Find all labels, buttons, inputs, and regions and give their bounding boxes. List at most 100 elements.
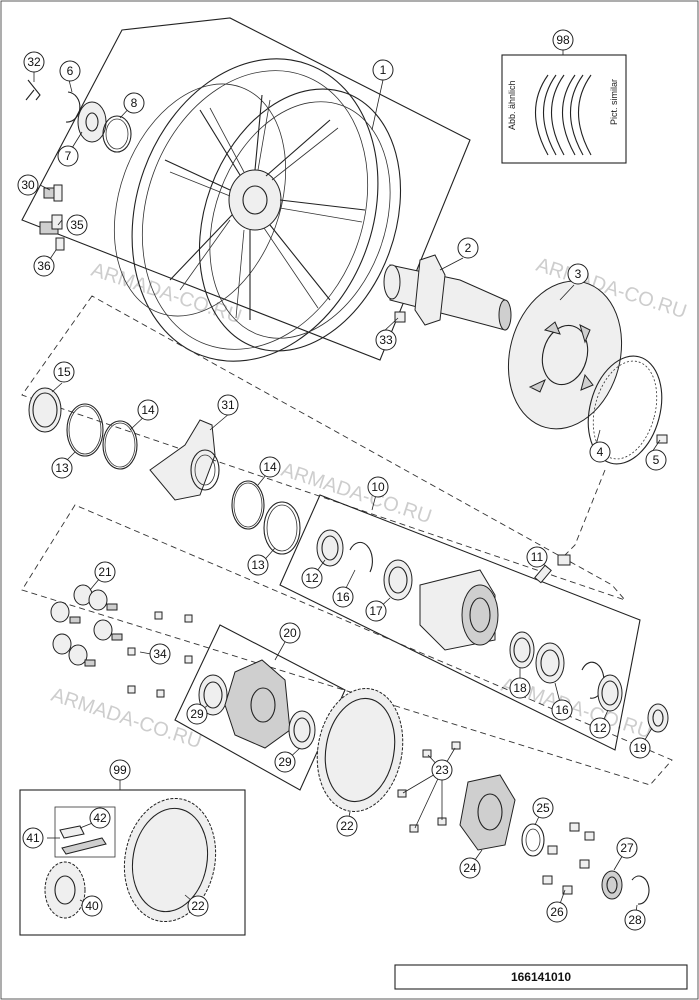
spacer-19: [647, 703, 669, 733]
callout-number: 5: [653, 453, 660, 467]
callout-number: 20: [283, 626, 297, 640]
drawing-code-box: [394, 964, 688, 990]
callout-40: 40: [81, 895, 103, 917]
callout-circle: [51, 457, 73, 479]
watermark-text: ARMADA-CO.RU: [48, 684, 204, 753]
callout-36: 36: [33, 255, 55, 277]
callout-number: 13: [251, 558, 265, 572]
leader-dashed: [559, 469, 606, 561]
kit-98-frame: [501, 54, 627, 164]
callout-circle: [57, 145, 79, 167]
callout-circle: [149, 643, 171, 665]
kit-99-frame: [19, 789, 246, 936]
callout-layer: 1234567810111212131314141516161718192021…: [17, 29, 667, 931]
callout-13: 13: [247, 554, 269, 576]
screws-34: [127, 611, 193, 698]
callout-circle: [375, 329, 397, 351]
tire-pressure-sensor-group: [39, 184, 65, 251]
callout-14: 14: [137, 399, 159, 421]
rear-sprocket: [316, 688, 404, 812]
callout-circle: [22, 827, 44, 849]
callout-circle: [551, 699, 573, 721]
callout-number: 19: [633, 741, 647, 755]
callout-circle: [532, 797, 554, 819]
callout-number: 12: [305, 571, 319, 585]
callout-number: 31: [221, 398, 235, 412]
callout-number: 42: [93, 811, 107, 825]
callout-19: 19: [629, 737, 651, 759]
callout-24: 24: [459, 857, 481, 879]
washer-25: [521, 823, 545, 857]
callout-circle: [217, 394, 239, 416]
callout-number: 7: [65, 149, 72, 163]
callout-number: 24: [463, 861, 477, 875]
wheel-group-frame: [21, 17, 471, 361]
callout-circle: [187, 895, 209, 917]
callout-circle: [109, 759, 131, 781]
hub-group-frame: [279, 494, 641, 751]
callout-number: 14: [263, 460, 277, 474]
callout-27: 27: [616, 837, 638, 859]
callout-number: 30: [21, 178, 35, 192]
callout-number: 13: [55, 461, 69, 475]
callout-circle: [624, 909, 646, 931]
callout-number: 2: [465, 241, 472, 255]
callout-number: 26: [550, 905, 564, 919]
callout-circle: [645, 449, 667, 471]
callout-number: 1: [380, 63, 387, 77]
callout-circle: [431, 759, 453, 781]
callout-circle: [53, 361, 75, 383]
callout-number: 21: [98, 565, 112, 579]
callout-number: 22: [340, 819, 354, 833]
callout-number: 11: [531, 550, 544, 564]
callout-circle: [589, 441, 611, 463]
callout-number: 98: [556, 33, 570, 47]
callout-number: 34: [153, 647, 167, 661]
callout-circle: [367, 476, 389, 498]
callout-circle: [365, 600, 387, 622]
callout-circle: [17, 174, 39, 196]
callout-18: 18: [509, 677, 531, 699]
callout-circle: [616, 837, 638, 859]
callout-number: 99: [113, 763, 127, 777]
callout-number: 16: [555, 703, 569, 717]
wheel-axle: [383, 254, 512, 331]
callout-number: 18: [513, 681, 527, 695]
callout-number: 8: [131, 96, 138, 110]
callout-5: 5: [645, 449, 667, 471]
callout-number: 4: [597, 445, 604, 459]
callout-circle: [94, 561, 116, 583]
callout-12: 12: [589, 717, 611, 739]
rubber-dampers: [50, 584, 123, 667]
callout-number: 23: [435, 763, 449, 777]
brake-caliper-support: [149, 419, 220, 501]
callout-14: 14: [259, 456, 281, 478]
callout-circle: [459, 857, 481, 879]
right-seal-rings: [231, 480, 301, 555]
callout-circle: [89, 807, 111, 829]
callout-circle: [372, 59, 394, 81]
callout-circle: [546, 901, 568, 923]
nuts-23: [397, 741, 461, 833]
callout-26: 26: [546, 901, 568, 923]
brake-disc: [507, 280, 623, 430]
callout-circle: [509, 677, 531, 699]
callout-number: 3: [575, 267, 582, 281]
callout-10: 10: [367, 476, 389, 498]
valve-parts-group: [25, 79, 132, 153]
callout-4: 4: [589, 441, 611, 463]
callout-16: 16: [551, 699, 573, 721]
callout-circle: [526, 546, 548, 568]
callout-2: 2: [457, 237, 479, 259]
callout-13: 13: [51, 457, 73, 479]
callout-41: 41: [22, 827, 44, 849]
callout-3: 3: [567, 263, 589, 285]
rear-wheel: [113, 58, 402, 362]
callout-33: 33: [375, 329, 397, 351]
callout-circle: [332, 586, 354, 608]
callout-35: 35: [66, 214, 88, 236]
callout-number: 28: [628, 913, 642, 927]
